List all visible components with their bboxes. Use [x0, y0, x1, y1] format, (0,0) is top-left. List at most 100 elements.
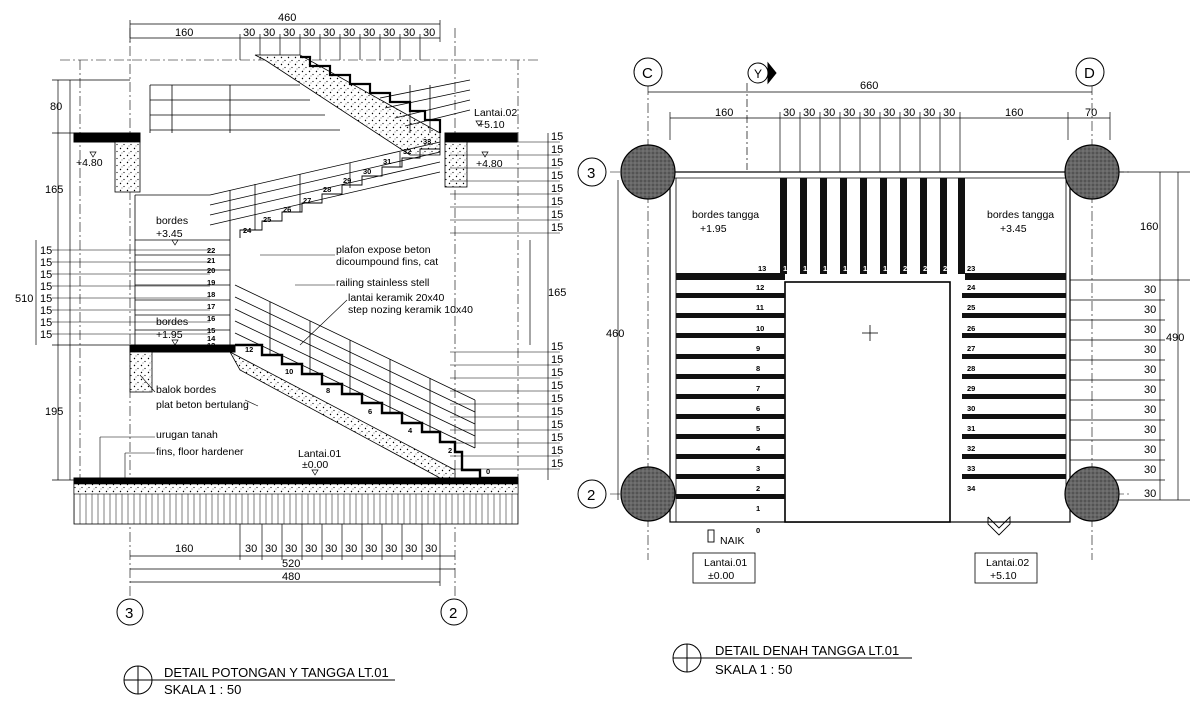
dim-left-overall: 510 — [15, 293, 33, 305]
svg-text:6: 6 — [368, 407, 372, 416]
slab-lantai02-beam-left — [114, 141, 141, 193]
svg-text:15: 15 — [551, 157, 563, 169]
svg-text:15: 15 — [551, 144, 563, 156]
dim-bottom-overall: 480 — [282, 571, 300, 583]
svg-text:29: 29 — [967, 384, 975, 393]
svg-text:15: 15 — [551, 458, 563, 470]
svg-text:12: 12 — [756, 283, 764, 292]
plan-dim-last: 160 — [1005, 107, 1023, 119]
svg-text:27: 27 — [967, 344, 975, 353]
svg-text:30: 30 — [385, 543, 397, 555]
plan-dim-left: 460 — [606, 328, 624, 340]
svg-text:30: 30 — [823, 107, 835, 119]
slab-lantai02-left — [73, 132, 141, 143]
svg-text:18: 18 — [863, 264, 871, 273]
upper-flight-slab — [254, 54, 441, 156]
svg-text:15: 15 — [551, 131, 563, 143]
svg-text:31: 31 — [967, 424, 975, 433]
plan-step-numbers: 13 14 15 16 17 18 19 20 21 22 23 12 11 1… — [756, 264, 976, 535]
svg-text:30: 30 — [265, 543, 277, 555]
plan-dim-first: 160 — [715, 107, 733, 119]
plan-box-lantai01-name: Lantai.01 — [704, 557, 747, 569]
svg-text:8: 8 — [326, 386, 330, 395]
section-step-numbers: 22 21 20 19 18 17 16 15 14 13 12 10 8 6 … — [207, 137, 490, 476]
svg-text:30: 30 — [365, 543, 377, 555]
plan-title: DETAIL DENAH TANGGA LT.01 — [715, 643, 899, 658]
svg-text:15: 15 — [40, 305, 52, 317]
section-marker-y-label: Y — [754, 67, 762, 81]
note-balok-bordes: balok bordes — [156, 384, 216, 396]
note-lantai-keramik: lantai keramik 20x40 — [348, 292, 444, 304]
svg-text:24: 24 — [967, 283, 976, 292]
svg-text:13: 13 — [207, 341, 215, 350]
svg-text:30: 30 — [1144, 404, 1156, 416]
plan-left-treads — [676, 293, 785, 499]
svg-text:30: 30 — [305, 543, 317, 555]
svg-text:30: 30 — [803, 107, 815, 119]
svg-text:30: 30 — [325, 543, 337, 555]
plan-dim-overall: 660 — [860, 80, 878, 92]
note-step-nozing: step nozing keramik 10x40 — [348, 304, 473, 316]
svg-text:1: 1 — [756, 504, 760, 513]
section-top-dims — [129, 20, 441, 60]
svg-text:7: 7 — [756, 384, 760, 393]
svg-text:15: 15 — [207, 326, 215, 335]
plan-scale: SKALA 1 : 50 — [715, 662, 792, 677]
plan-box-lantai02-name: Lantai.02 — [986, 557, 1029, 569]
svg-text:30: 30 — [1144, 324, 1156, 336]
ground-floor-finish — [73, 477, 519, 485]
upper-flight-steps — [300, 55, 442, 133]
svg-text:3: 3 — [756, 464, 760, 473]
note-railing: railing stainless stell — [336, 277, 429, 289]
plan-right-treads — [962, 293, 1066, 479]
plan-stairwell-void — [784, 281, 951, 523]
svg-text:19: 19 — [883, 264, 891, 273]
riser-ticks — [52, 141, 560, 470]
column-d3 — [1064, 144, 1120, 200]
svg-text:30: 30 — [883, 107, 895, 119]
svg-text:30: 30 — [1144, 464, 1156, 476]
svg-text:23: 23 — [967, 264, 975, 273]
section-scale: SKALA 1 : 50 — [164, 682, 241, 697]
svg-text:30: 30 — [1144, 384, 1156, 396]
svg-text:8: 8 — [756, 364, 760, 373]
section-dimension-texts: 460 160 30 30 30 30 30 30 30 30 30 30 16… — [15, 12, 566, 583]
svg-text:15: 15 — [40, 293, 52, 305]
svg-text:30: 30 — [243, 27, 255, 39]
dim-left-top: 80 — [50, 101, 62, 113]
dim-left-bottom: 195 — [45, 406, 63, 418]
svg-text:30: 30 — [345, 543, 357, 555]
svg-text:15: 15 — [551, 196, 563, 208]
svg-text:30: 30 — [1144, 344, 1156, 356]
railing-lower — [135, 284, 476, 449]
plan-axis-2-label: 2 — [587, 487, 595, 504]
svg-text:30: 30 — [967, 404, 975, 413]
svg-text:30: 30 — [1144, 488, 1156, 500]
svg-text:11: 11 — [756, 303, 764, 312]
svg-text:15: 15 — [551, 222, 563, 234]
plan-drawing — [577, 57, 1190, 673]
column-c3 — [620, 144, 676, 200]
svg-text:21: 21 — [207, 256, 215, 265]
svg-text:17: 17 — [207, 302, 215, 311]
section-drawing — [35, 20, 560, 695]
dim-bottom-mid: 520 — [282, 558, 300, 570]
svg-text:30: 30 — [285, 543, 297, 555]
svg-text:30: 30 — [1144, 424, 1156, 436]
svg-text:32: 32 — [403, 147, 411, 156]
plan-dim-right-overall: 490 — [1166, 332, 1184, 344]
svg-text:30: 30 — [283, 27, 295, 39]
lower-landing-slab — [129, 344, 236, 353]
section-axis-3 — [116, 598, 144, 626]
svg-text:30: 30 — [263, 27, 275, 39]
svg-text:30: 30 — [903, 107, 915, 119]
level-lantai02-value: +5.10 — [478, 119, 505, 131]
plan-axis-3-label: 3 — [587, 165, 595, 182]
svg-text:20: 20 — [903, 264, 911, 273]
svg-text:28: 28 — [323, 185, 331, 194]
column-d2 — [1064, 466, 1120, 522]
section-axis-2 — [440, 598, 468, 626]
level-lantai01-value: ±0.00 — [302, 459, 328, 471]
bordes-upper-label: bordes — [156, 215, 188, 227]
